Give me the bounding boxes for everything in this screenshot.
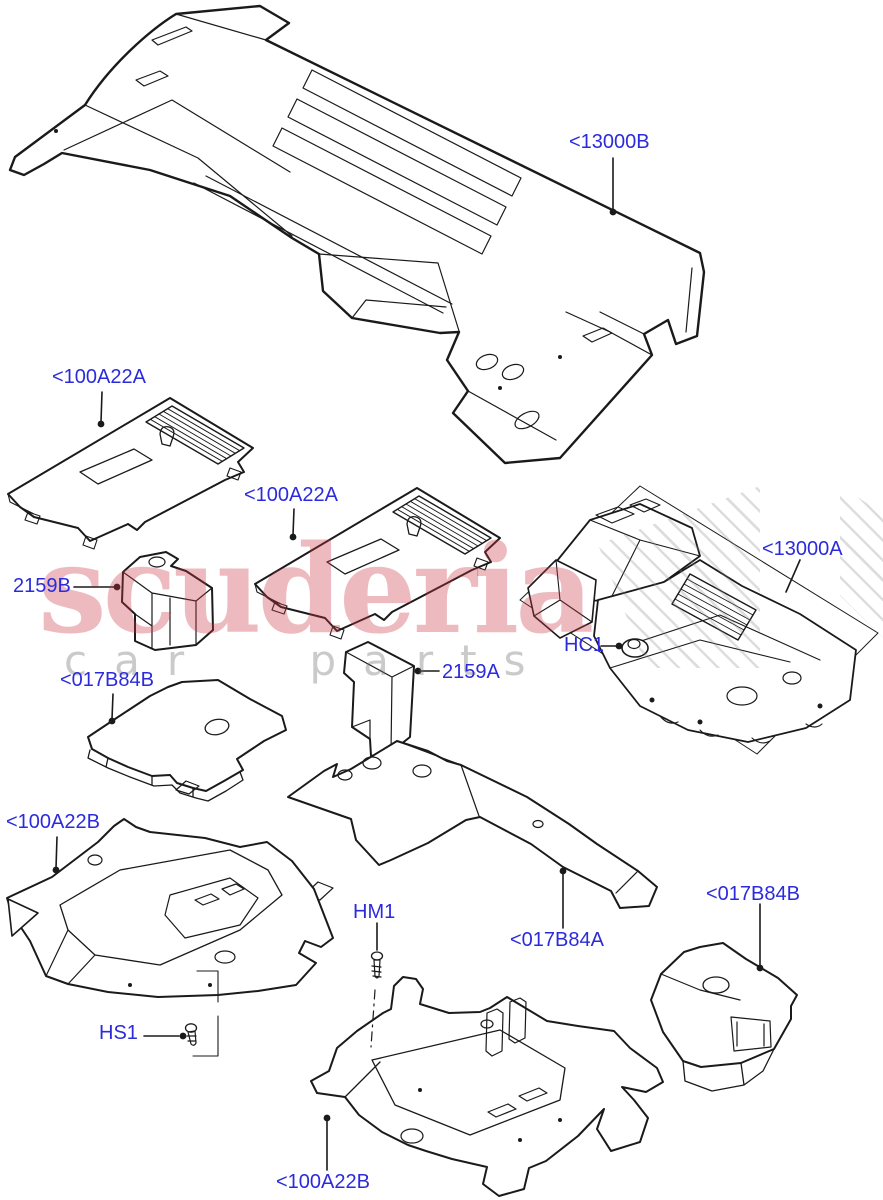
part-floor-pan-left xyxy=(6,818,334,998)
callout-13000A[interactable]: <13000A xyxy=(762,538,843,560)
callout-100A22A-mid[interactable]: <100A22A xyxy=(244,484,338,506)
callout-leader-lines xyxy=(52,157,801,1171)
part-foam-block-2159b xyxy=(121,551,214,651)
part-insulator-left xyxy=(87,679,287,802)
part-insulator-right xyxy=(650,942,798,1092)
part-access-panel-left xyxy=(7,397,254,550)
callout-100A22B-left[interactable]: <100A22B xyxy=(6,811,100,833)
part-main-floor-carpet xyxy=(8,4,706,465)
part-floor-pan-bottom xyxy=(310,976,664,1197)
callout-2159A[interactable]: 2159A xyxy=(442,661,500,683)
callout-2159B[interactable]: 2159B xyxy=(13,575,71,597)
watermark-tagline: car parts xyxy=(64,636,553,685)
screw-hm1-glyph xyxy=(370,951,384,1048)
part-access-panel-mid xyxy=(254,487,501,640)
callout-017B84B-left[interactable]: <017B84B xyxy=(60,669,154,691)
callout-HS1[interactable]: HS1 xyxy=(99,1022,138,1044)
screw-hs1-glyph xyxy=(184,970,219,1057)
callout-HC1[interactable]: HC1 xyxy=(564,634,605,656)
part-insulator-mid xyxy=(175,740,658,909)
callout-13000B[interactable]: <13000B xyxy=(569,131,650,153)
callout-HM1[interactable]: HM1 xyxy=(353,901,396,923)
callout-100A22B-bottom[interactable]: <100A22B xyxy=(276,1171,370,1193)
watermark-brand: scuderia xyxy=(38,517,594,661)
callout-017B84A[interactable]: <017B84A xyxy=(510,929,604,951)
callout-017B84B-right[interactable]: <017B84B xyxy=(706,883,800,905)
part-insulation-assembly xyxy=(519,485,879,755)
callout-100A22A-left[interactable]: <100A22A xyxy=(52,366,146,388)
